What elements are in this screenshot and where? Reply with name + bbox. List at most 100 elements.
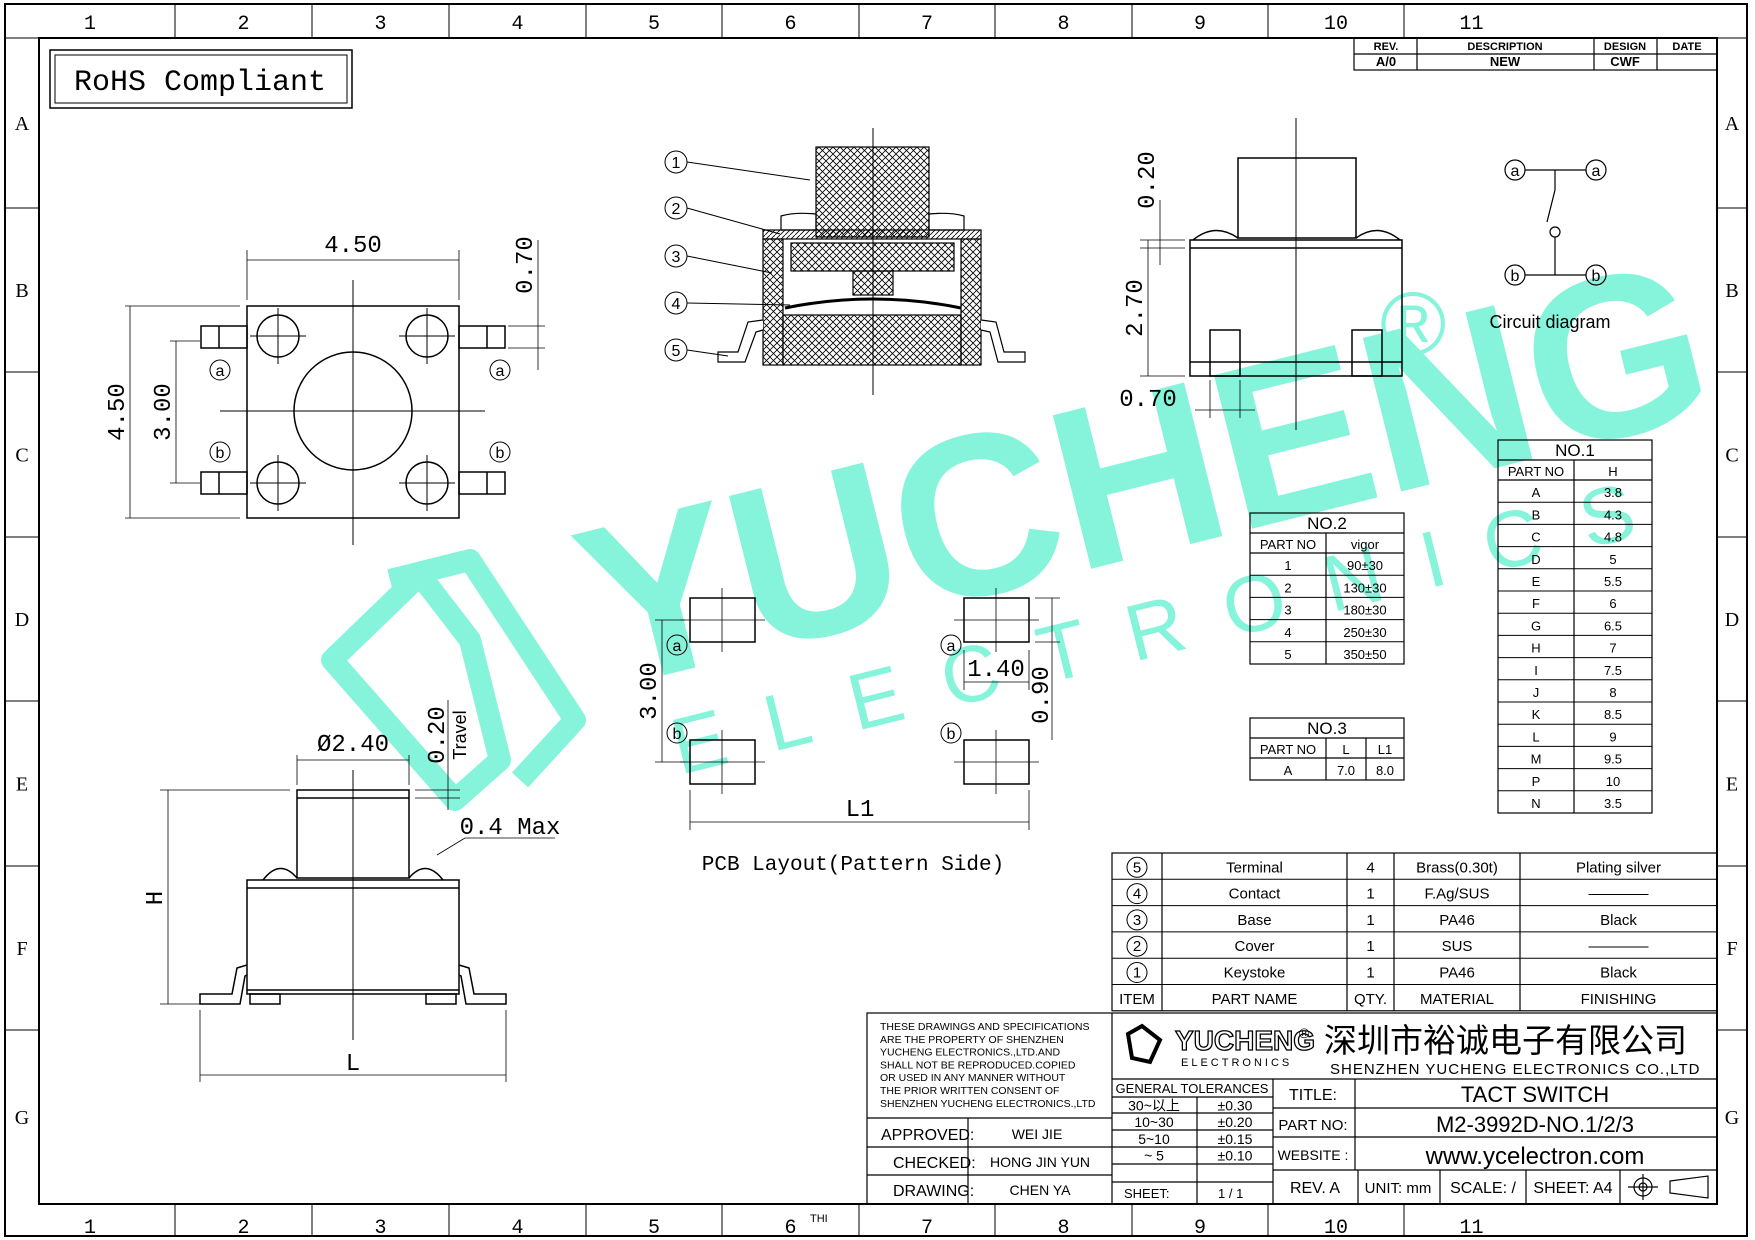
table-cell: 3.5 bbox=[1604, 796, 1622, 811]
table-cell: 8 bbox=[1609, 685, 1616, 700]
table-cell: 7.0 bbox=[1337, 763, 1355, 778]
table-cell: D bbox=[1531, 552, 1540, 567]
title-block-logo: YUCHENG ® ELECTRONICS bbox=[1125, 1023, 1316, 1069]
table-cell: H bbox=[1531, 641, 1540, 656]
rev-header-date: DATE bbox=[1672, 41, 1701, 53]
callout-3: 3 bbox=[672, 249, 681, 266]
column-label: 7 bbox=[921, 13, 933, 36]
bom-header: ITEM bbox=[1119, 991, 1155, 1008]
pcb-pin-a: a bbox=[673, 638, 682, 655]
drawing-name: CHEN YA bbox=[1010, 1182, 1072, 1198]
bom-header: MATERIAL bbox=[1420, 991, 1494, 1008]
bom-cell: 1 bbox=[1366, 965, 1374, 982]
callout-4: 4 bbox=[672, 296, 681, 313]
bom-cell: ———— bbox=[1589, 938, 1649, 955]
scale-field: SCALE: / bbox=[1450, 1180, 1516, 1197]
rev-value: A/0 bbox=[1376, 54, 1396, 69]
part-no-value: M2-3992D-NO.1/2/3 bbox=[1436, 1112, 1634, 1137]
notice-line: THE PRIOR WRITTEN CONSENT OF bbox=[880, 1085, 1059, 1097]
rev-description: NEW bbox=[1490, 54, 1521, 69]
approved-label: APPROVED: bbox=[881, 1127, 974, 1144]
circuit-diagram bbox=[1504, 159, 1607, 286]
table-cell: M bbox=[1531, 752, 1542, 767]
tolerance-value: ±0.20 bbox=[1218, 1114, 1253, 1130]
table-cell: 90±30 bbox=[1347, 558, 1383, 573]
bom-cell: PA46 bbox=[1439, 965, 1475, 982]
column-label: 4 bbox=[511, 13, 523, 36]
table-cell: 180±30 bbox=[1343, 603, 1386, 618]
table-cell: 8.5 bbox=[1604, 707, 1622, 722]
bom-header: QTY. bbox=[1354, 991, 1387, 1008]
table-cell: G bbox=[1531, 618, 1541, 633]
watermark-registered: ® bbox=[1380, 275, 1446, 375]
table-cell: 2 bbox=[1284, 580, 1291, 595]
sheet-size-field: SHEET: A4 bbox=[1533, 1180, 1612, 1197]
row-label: D bbox=[15, 609, 29, 631]
bom-header: PART NAME bbox=[1212, 991, 1298, 1008]
logo-registered: ® bbox=[1299, 1025, 1310, 1041]
dim-pcb-pitch: 3.00 bbox=[637, 662, 664, 720]
table-header: L1 bbox=[1378, 742, 1392, 757]
tolerance-value: ±0.15 bbox=[1218, 1131, 1253, 1147]
circuit-caption: Circuit diagram bbox=[1489, 312, 1610, 332]
top-pin-labels bbox=[209, 359, 511, 463]
bom-header: FINISHING bbox=[1581, 991, 1657, 1008]
column-label: 8 bbox=[1057, 13, 1069, 36]
notice-line: ARE THE PROPERTY OF SHENZHEN bbox=[880, 1034, 1064, 1046]
part-no-label: PART NO: bbox=[1278, 1117, 1347, 1134]
table-cell: J bbox=[1533, 685, 1540, 700]
row-label: F bbox=[1726, 938, 1737, 960]
bom-cell: SUS bbox=[1442, 938, 1473, 955]
row-label: G bbox=[15, 1107, 29, 1129]
table-cell: 250±30 bbox=[1343, 625, 1386, 640]
bom-cell: Black bbox=[1600, 965, 1637, 982]
table-header: PART NO bbox=[1260, 537, 1316, 552]
rohs-label: RoHS Compliant bbox=[74, 66, 326, 100]
bom-cell: Base bbox=[1237, 912, 1271, 929]
table-cell: 9.5 bbox=[1604, 752, 1622, 767]
column-label: 9 bbox=[1194, 1217, 1206, 1240]
table-cell: 10 bbox=[1606, 774, 1620, 789]
bom-cell: 4 bbox=[1366, 859, 1374, 876]
bom-cell: 5 bbox=[1133, 859, 1141, 876]
row-label: G bbox=[1725, 1107, 1739, 1129]
column-label: 9 bbox=[1194, 13, 1206, 36]
row-label: A bbox=[15, 113, 30, 135]
table-header: PART NO bbox=[1260, 742, 1316, 757]
tolerance-range: 30~以上 bbox=[1128, 1098, 1180, 1114]
notice-line: OR USED IN ANY MANNER WITHOUT bbox=[880, 1072, 1066, 1084]
callout-1: 1 bbox=[672, 155, 681, 172]
table-header: H bbox=[1608, 464, 1617, 479]
approved-name: WEI JIE bbox=[1012, 1126, 1063, 1142]
column-label: 11 bbox=[1459, 13, 1483, 36]
bom-cell: ———— bbox=[1589, 886, 1649, 903]
bom-cell: Brass(0.30t) bbox=[1416, 859, 1498, 876]
table-cell: A bbox=[1284, 763, 1293, 778]
dim-side-height: 2.70 bbox=[1123, 279, 1150, 337]
table-cell: L bbox=[1532, 729, 1539, 744]
dim-h: H bbox=[143, 891, 170, 905]
table-header: vigor bbox=[1351, 537, 1380, 552]
rev-header-design: DESIGN bbox=[1604, 41, 1646, 53]
dim-side-cover: 0.20 bbox=[1135, 151, 1162, 209]
column-label: 1 bbox=[84, 13, 96, 36]
title-block bbox=[866, 1012, 1718, 1205]
table-cell: E bbox=[1532, 574, 1541, 589]
table-title: NO.3 bbox=[1307, 719, 1347, 738]
row-label: E bbox=[16, 774, 28, 796]
pcb-caption: PCB Layout(Pattern Side) bbox=[702, 854, 1004, 877]
table-cell: 6.5 bbox=[1604, 618, 1622, 633]
dim-l: L bbox=[346, 1051, 360, 1078]
bom-cell: 1 bbox=[1366, 886, 1374, 903]
column-label: 10 bbox=[1324, 13, 1348, 36]
bom-cell: 2 bbox=[1133, 938, 1141, 955]
circuit-pin-a: a bbox=[1511, 163, 1520, 180]
table-cell: 5 bbox=[1609, 552, 1616, 567]
dim-pcb-l1: L1 bbox=[846, 797, 875, 824]
rev-designer: CWF bbox=[1610, 54, 1640, 69]
title-value: TACT SWITCH bbox=[1461, 1082, 1609, 1107]
side-view bbox=[1140, 118, 1403, 430]
